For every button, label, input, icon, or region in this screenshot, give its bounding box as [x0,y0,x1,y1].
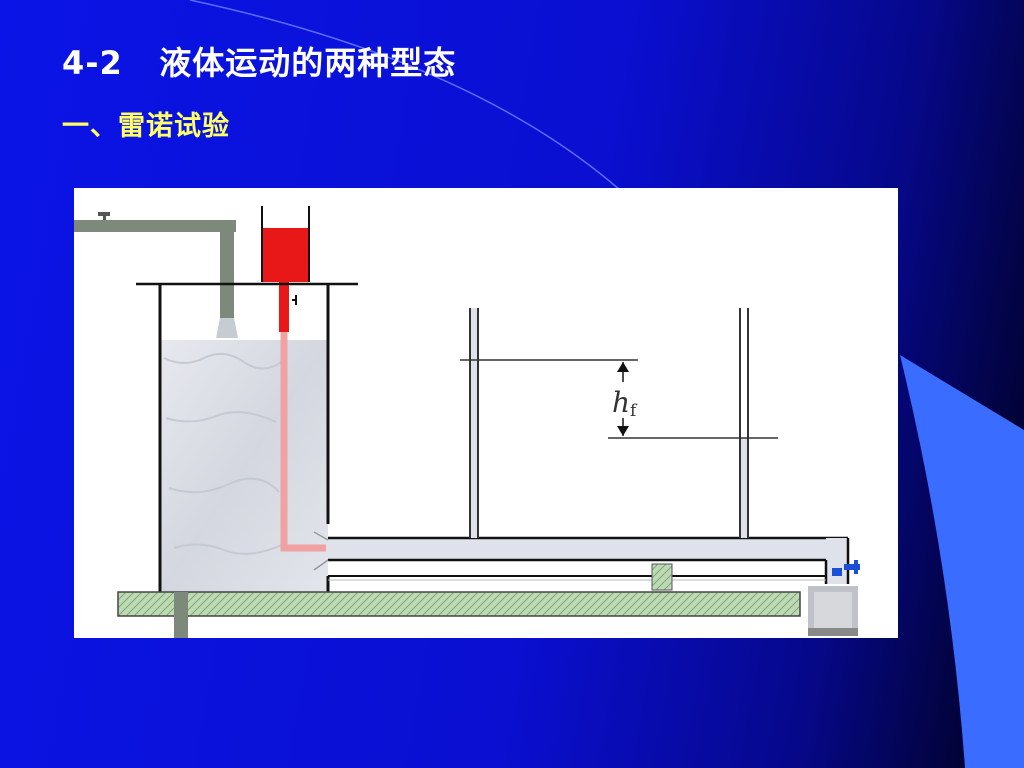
constant-head-tank [158,284,330,592]
lower-return-line [328,563,826,591]
slide-title: 4-2 液体运动的两种型态 [62,44,457,82]
measuring-vessel [808,586,858,636]
head-loss-label: hf [612,386,638,421]
apparatus-diagram: hf [74,206,860,638]
piezometer-tube-1 [469,308,479,538]
decor-arc-line [189,0,621,191]
outlet-valve [832,560,860,576]
horizontal-test-pipe [313,531,850,584]
dye-injection-tube [280,332,326,552]
dye-reservoir [261,206,310,332]
supply-pipe [74,212,238,338]
base-platform [117,591,801,638]
slide-subtitle: 一、雷诺试验 [62,111,230,142]
reynolds-apparatus-figure: hf [74,188,898,638]
piezometer-tube-2 [739,308,749,538]
decor-right-swoosh [900,355,1024,768]
head-loss-annotation: hf [460,359,778,439]
